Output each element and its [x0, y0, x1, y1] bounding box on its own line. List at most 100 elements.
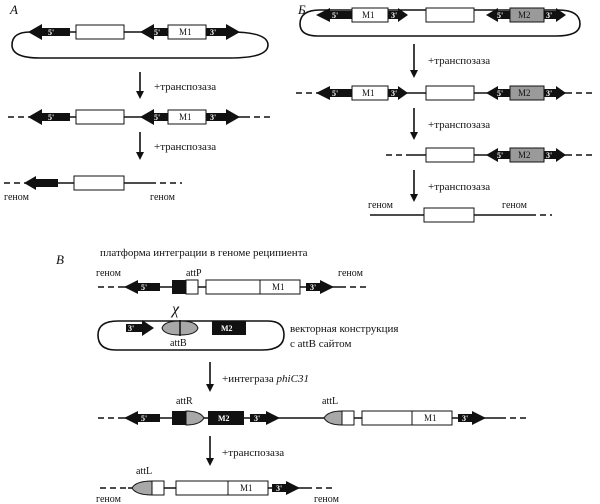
- five-prime-label: 5': [154, 113, 160, 122]
- integrase-name: phiC31: [276, 373, 309, 385]
- genome-label: геном: [96, 268, 122, 279]
- left-arrow-tr: [28, 24, 70, 40]
- marker-box: [425, 7, 475, 23]
- m1-label: M1: [179, 112, 192, 122]
- three-prime-label: 3': [210, 28, 216, 37]
- three-prime-label: 3': [546, 89, 552, 98]
- attL-site-grey: [323, 410, 343, 426]
- panel-b-row4: геном геном: [368, 200, 552, 223]
- three-prime-label: 3': [128, 324, 134, 333]
- left-arrow-tr: [316, 8, 352, 22]
- genome-label: геном: [4, 192, 30, 203]
- panel-a-step-label-2: +транспозаза: [154, 141, 216, 153]
- m1-label: M1: [362, 88, 375, 98]
- three-prime-label: 3': [210, 113, 216, 122]
- panel-b-row3: 5' M2 3': [386, 147, 592, 163]
- attL-site-grey: [131, 480, 153, 496]
- left-arrow-tr: [486, 148, 510, 162]
- genome-label: геном: [368, 200, 394, 211]
- m1-box: [227, 480, 269, 496]
- left-arrow-tr: [124, 411, 160, 425]
- left-arrow-tr: [124, 280, 160, 294]
- panel-a-row2: 5' 5' M1 3': [8, 109, 272, 125]
- panel-a-plasmid-loop: [11, 31, 269, 59]
- three-prime-label: 3': [276, 484, 282, 493]
- panel-b-row1: 5' M1 3' 5' M2 3': [316, 7, 566, 23]
- five-prime-label: 5': [332, 11, 338, 20]
- panel-c-integrated-row: attR attL 5' M2 3' M1 3': [98, 396, 530, 426]
- marker-box: [75, 24, 125, 40]
- five-prime-label: 5': [154, 28, 160, 37]
- left-arrow-tr: [486, 86, 510, 100]
- right-arrow-tr: [206, 109, 240, 125]
- m1-box: [259, 279, 301, 295]
- five-prime-label: 5': [497, 151, 503, 160]
- vector-caption-line2: с attB сайтом: [290, 338, 351, 350]
- vector-plasmid-loop: [97, 320, 285, 351]
- m2-label: M2: [518, 88, 531, 98]
- panel-b-step-label-3: +транспозаза: [428, 181, 490, 193]
- panel-c: В платформа интеграции в геноме реципиен…: [56, 247, 530, 504]
- panel-a-row3: геном геном: [4, 175, 182, 203]
- m2-label: M2: [518, 150, 531, 160]
- m1-label: M1: [272, 282, 285, 292]
- right-arrow-tr: [272, 481, 300, 495]
- attR-site-grey: [185, 410, 205, 426]
- attR-label: attR: [176, 396, 193, 407]
- crossover-symbol: χ: [170, 301, 180, 318]
- attL-site-white: [341, 410, 355, 426]
- right-arrow-tr: [544, 148, 566, 162]
- marker-box: [175, 480, 229, 496]
- marker-box: [423, 207, 475, 223]
- panel-b-step-label-2: +транспозаза: [428, 119, 490, 131]
- five-prime-label: 5': [497, 11, 503, 20]
- attP-site: [172, 280, 186, 294]
- five-prime-label: 5': [48, 28, 54, 37]
- attB-label: attB: [170, 338, 187, 349]
- marker-box: [425, 85, 475, 101]
- panel-c-final-row: attL M1 3' геном геном: [96, 466, 340, 504]
- right-arrow-tr: [206, 24, 240, 40]
- panel-c-step-label-2: +транспозаза: [222, 447, 284, 459]
- right-arrow-tr: [544, 86, 566, 100]
- attP-site-white: [185, 279, 199, 295]
- attL-label: attL: [322, 396, 338, 407]
- five-prime-label: 5': [497, 89, 503, 98]
- panel-b-plasmid-loop: [299, 9, 581, 37]
- left-arrow-tr: [24, 176, 58, 190]
- left-arrow-tr: [140, 109, 168, 125]
- panel-a-step-label-1: +транспозаза: [154, 81, 216, 93]
- m2-label: M2: [518, 10, 531, 20]
- right-arrow-tr: [458, 411, 486, 425]
- panel-c-label: В: [56, 252, 64, 267]
- m1-box: [411, 410, 453, 426]
- panel-b-step-label-1: +транспозаза: [428, 55, 490, 67]
- three-prime-label: 3': [391, 89, 397, 98]
- left-arrow-tr: [486, 8, 510, 22]
- marker-box: [205, 279, 261, 295]
- marker-box: [425, 147, 475, 163]
- three-prime-label: 3': [310, 283, 316, 292]
- panel-b-row2: 5' M1 3' 5' M2 3': [296, 85, 592, 101]
- m2-label: M2: [218, 414, 230, 423]
- m2-box: [208, 411, 244, 425]
- right-arrow-tr: [250, 411, 280, 425]
- marker-box: [73, 175, 125, 191]
- genome-label: геном: [502, 200, 528, 211]
- five-prime-label: 5': [141, 283, 147, 292]
- three-prime-label: 3': [546, 11, 552, 20]
- three-prime-label: 3': [546, 151, 552, 160]
- left-arrow-tr: [140, 24, 168, 40]
- right-arrow-tr: [388, 86, 408, 100]
- panel-a-label: А: [9, 2, 18, 17]
- right-arrow-tr: [388, 8, 408, 22]
- m1-label: M1: [424, 413, 437, 423]
- right-arrow-tr: [126, 320, 154, 336]
- genome-label: геном: [96, 494, 122, 504]
- platform-caption: платформа интеграции в геноме реципиента: [100, 247, 308, 259]
- left-arrow-tr: [28, 109, 70, 125]
- panel-b: Б 5' M1 3' 5' M2 3' +транспозаза 5': [296, 2, 592, 223]
- genome-label: геном: [150, 192, 176, 203]
- m1-label: M1: [240, 483, 253, 493]
